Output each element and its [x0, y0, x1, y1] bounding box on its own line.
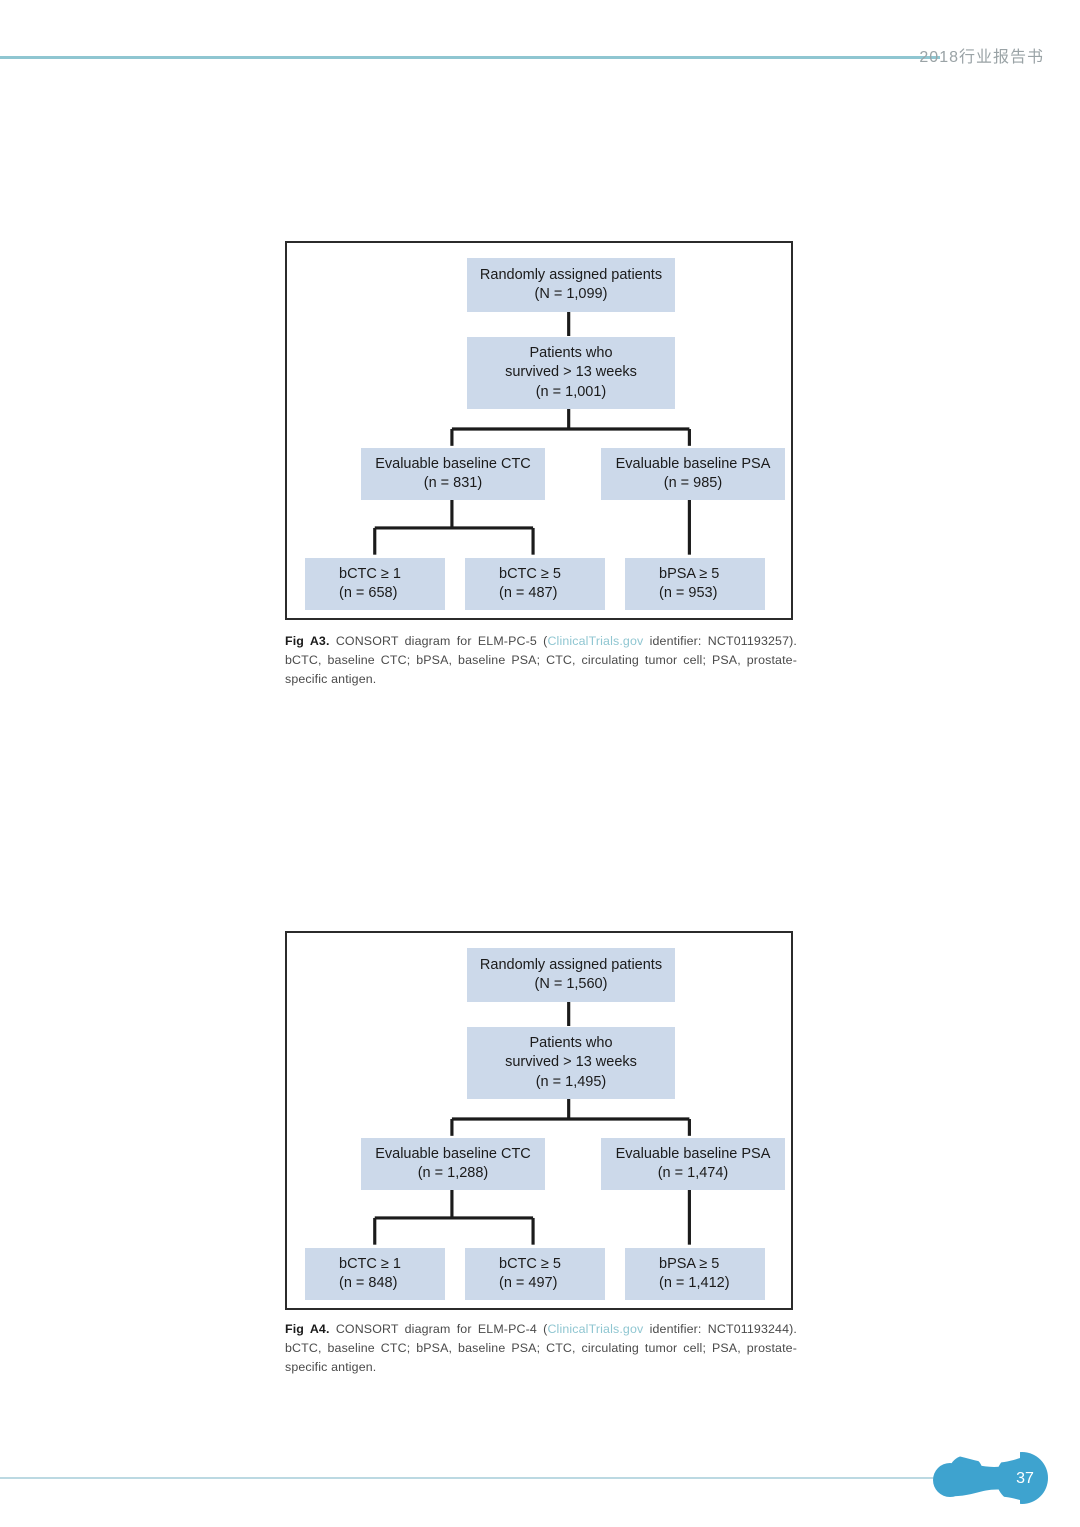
node-line: Randomly assigned patients — [479, 266, 663, 283]
consort-diagram-a3: Randomly assigned patients (N = 1,099) P… — [285, 241, 793, 620]
caption-text: identifier: NCT01193244). bCTC, baseline… — [285, 1322, 797, 1374]
node-evaluable-baseline-psa: Evaluable baseline PSA (n = 1,474) — [601, 1138, 785, 1190]
node-line: (n = 953) — [659, 585, 718, 601]
node-line: (n = 985) — [663, 475, 723, 491]
node-evaluable-baseline-psa: Evaluable baseline PSA (n = 985) — [601, 448, 785, 500]
node-line: (n = 831) — [423, 475, 483, 491]
page-header: 2018行业报告书 — [0, 0, 1080, 80]
node-randomly-assigned: Randomly assigned patients (N = 1,099) — [467, 258, 675, 312]
node-line: Randomly assigned patients — [479, 956, 663, 973]
figure-a4-caption: Fig A4. CONSORT diagram for ELM-PC-4 (Cl… — [285, 1320, 797, 1377]
node-bpsa-ge-5: bPSA ≥ 5 (n = 1,412) — [625, 1248, 765, 1300]
node-survived-13-weeks: Patients who survived > 13 weeks (n = 1,… — [467, 1027, 675, 1099]
node-line: Evaluable baseline PSA — [615, 1145, 771, 1162]
node-line: (N = 1,099) — [534, 286, 608, 302]
clinicaltrials-link[interactable]: ClinicalTrials.gov — [547, 634, 644, 648]
node-line: (n = 1,288) — [417, 1165, 489, 1181]
node-line: survived > 13 weeks — [505, 1054, 637, 1071]
header-rule — [0, 56, 940, 59]
node-line: bPSA ≥ 5 — [659, 1255, 720, 1272]
node-line: bCTC ≥ 1 — [339, 1255, 401, 1272]
node-evaluable-baseline-ctc: Evaluable baseline CTC (n = 1,288) — [361, 1138, 545, 1190]
node-line: survived > 13 weeks — [505, 364, 637, 381]
node-line: (N = 1,560) — [534, 976, 608, 992]
node-line: (n = 1,001) — [535, 383, 607, 400]
node-line: (n = 1,412) — [659, 1275, 730, 1291]
node-randomly-assigned: Randomly assigned patients (N = 1,560) — [467, 948, 675, 1002]
node-line: Evaluable baseline CTC — [375, 455, 531, 472]
node-line: Evaluable baseline PSA — [615, 455, 771, 472]
node-bctc-ge-5: bCTC ≥ 5 (n = 487) — [465, 558, 605, 610]
figure-a3-caption: Fig A3. CONSORT diagram for ELM-PC-5 (Cl… — [285, 632, 797, 689]
node-bpsa-ge-5: bPSA ≥ 5 (n = 953) — [625, 558, 765, 610]
clinicaltrials-link[interactable]: ClinicalTrials.gov — [547, 1322, 644, 1336]
node-line: (n = 1,474) — [657, 1165, 729, 1181]
node-line: bCTC ≥ 5 — [499, 1255, 561, 1272]
figure-a4: Randomly assigned patients (N = 1,560) P… — [285, 931, 793, 1310]
page-number: 37 — [1016, 1470, 1034, 1487]
node-line: bCTC ≥ 1 — [339, 565, 401, 582]
node-evaluable-baseline-ctc: Evaluable baseline CTC (n = 831) — [361, 448, 545, 500]
node-line: (n = 497) — [499, 1275, 558, 1291]
node-line: (n = 1,495) — [535, 1073, 607, 1090]
caption-text: identifier: NCT01193257). bCTC, baseline… — [285, 634, 797, 686]
node-survived-13-weeks: Patients who survived > 13 weeks (n = 1,… — [467, 337, 675, 409]
caption-text: CONSORT diagram for ELM-PC-5 ( — [329, 634, 548, 648]
footer-rule — [0, 1477, 940, 1479]
page-footer: 37 — [0, 1440, 1080, 1527]
figure-a3: Randomly assigned patients (N = 1,099) P… — [285, 241, 793, 620]
header-title: 2018行业报告书 — [919, 49, 1044, 66]
caption-label: Fig A3. — [285, 634, 330, 648]
node-line: (n = 487) — [499, 585, 558, 601]
node-line: (n = 658) — [339, 585, 398, 601]
node-line: bCTC ≥ 5 — [499, 565, 561, 582]
node-line: bPSA ≥ 5 — [659, 565, 720, 582]
consort-diagram-a4: Randomly assigned patients (N = 1,560) P… — [285, 931, 793, 1310]
node-line: Patients who — [529, 1035, 613, 1052]
node-line: Patients who — [529, 345, 613, 362]
caption-label: Fig A4. — [285, 1322, 330, 1336]
node-bctc-ge-1: bCTC ≥ 1 (n = 658) — [305, 558, 445, 610]
node-line: (n = 848) — [339, 1275, 398, 1291]
node-bctc-ge-1: bCTC ≥ 1 (n = 848) — [305, 1248, 445, 1300]
node-bctc-ge-5: bCTC ≥ 5 (n = 497) — [465, 1248, 605, 1300]
node-line: Evaluable baseline CTC — [375, 1145, 531, 1162]
page-number-badge-icon — [933, 1448, 1048, 1512]
caption-text: CONSORT diagram for ELM-PC-4 ( — [329, 1322, 548, 1336]
